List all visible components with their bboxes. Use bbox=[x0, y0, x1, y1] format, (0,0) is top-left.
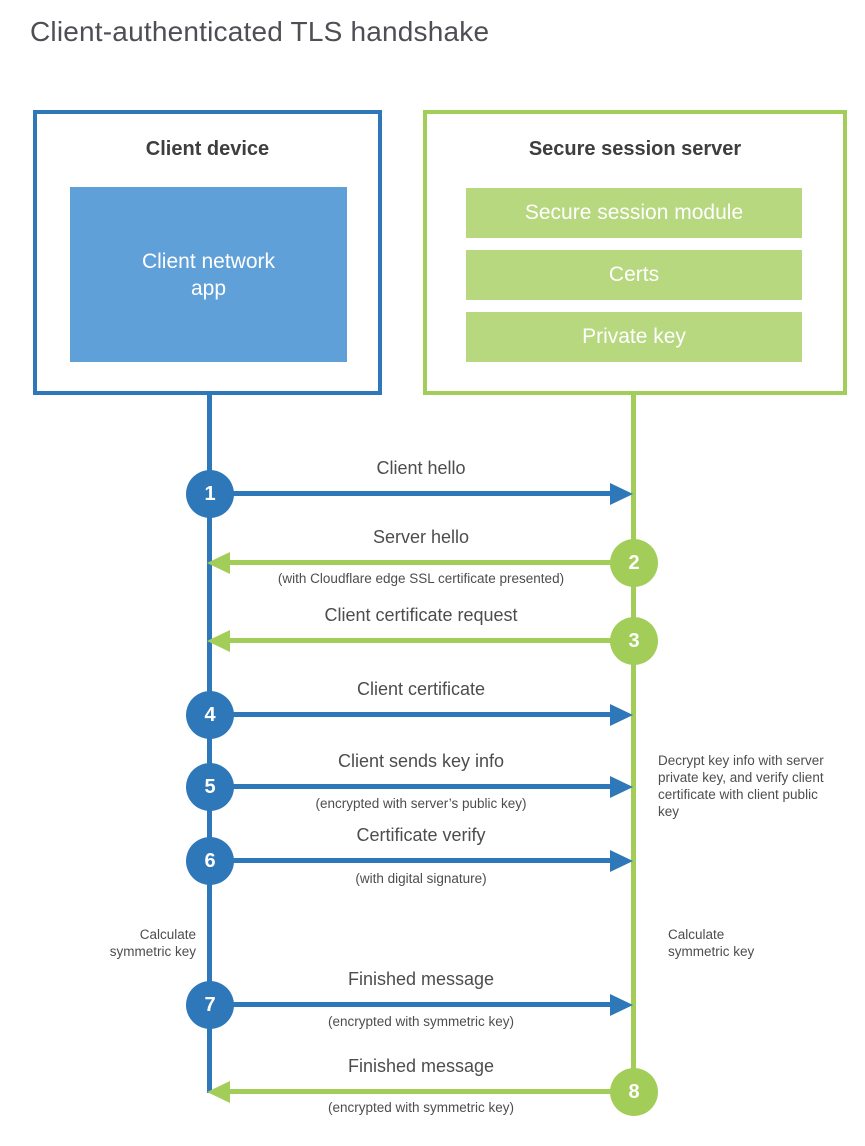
step-label: Client certificate request bbox=[324, 605, 518, 625]
arrow-shaft bbox=[230, 638, 634, 643]
server-module-bar: Secure session module bbox=[466, 188, 802, 238]
arrow-shaft bbox=[210, 1002, 610, 1007]
step-number-badge: 8 bbox=[610, 1068, 658, 1116]
server-module-bar: Private key bbox=[466, 312, 802, 362]
step-number-badge: 1 bbox=[186, 470, 234, 518]
step-label: Server hello bbox=[372, 527, 470, 547]
arrow-right-icon bbox=[610, 850, 633, 872]
step-number-badge: 3 bbox=[610, 617, 658, 665]
server-lifeline bbox=[631, 392, 636, 1093]
arrow-left-icon bbox=[207, 1081, 230, 1103]
client-network-app-box: Client network app bbox=[70, 187, 347, 362]
step-number-badge: 7 bbox=[186, 981, 234, 1029]
arrow-left-icon bbox=[207, 630, 230, 652]
calculate-symmetric-key-note-right: Calculate symmetric key bbox=[668, 927, 755, 959]
step-label: Finished message bbox=[347, 969, 495, 989]
secure-session-server-title: Secure session server bbox=[528, 138, 742, 160]
step-sublabel: (encrypted with server’s public key) bbox=[315, 796, 527, 811]
secure-session-server-box: Secure session server Secure session mod… bbox=[423, 110, 847, 395]
arrow-right-icon bbox=[610, 483, 633, 505]
step-label: Finished message bbox=[347, 1056, 495, 1076]
step-number-badge: 2 bbox=[610, 539, 658, 587]
step-label: Client certificate bbox=[356, 679, 486, 699]
step-sublabel: (encrypted with symmetric key) bbox=[327, 1014, 515, 1029]
step-sublabel: (encrypted with symmetric key) bbox=[327, 1100, 515, 1115]
step-number-badge: 4 bbox=[186, 691, 234, 739]
step-label: Certificate verify bbox=[356, 825, 486, 845]
step-number-badge: 6 bbox=[186, 837, 234, 885]
step-number-badge: 5 bbox=[186, 763, 234, 811]
step-sublabel: (with Cloudflare edge SSL certificate pr… bbox=[277, 571, 565, 586]
calculate-symmetric-key-note-left: Calculate symmetric key bbox=[109, 927, 196, 959]
server-module-bar: Certs bbox=[466, 250, 802, 300]
arrow-shaft bbox=[230, 1089, 634, 1094]
client-device-box: Client device Client network app bbox=[33, 110, 382, 395]
step-label: Client sends key info bbox=[337, 751, 505, 771]
arrow-right-icon bbox=[610, 994, 633, 1016]
arrow-left-icon bbox=[207, 552, 230, 574]
decrypt-key-info-note: Decrypt key info with server private key… bbox=[658, 753, 824, 819]
arrow-shaft bbox=[210, 712, 610, 717]
client-lifeline bbox=[207, 392, 212, 1093]
arrow-shaft bbox=[210, 784, 610, 789]
arrow-right-icon bbox=[610, 704, 633, 726]
client-network-app-label: Client network app bbox=[141, 249, 276, 300]
arrow-shaft bbox=[230, 560, 634, 565]
arrow-shaft bbox=[210, 491, 610, 496]
step-sublabel: (with digital signature) bbox=[355, 871, 487, 886]
client-device-title: Client device bbox=[145, 138, 270, 160]
step-label: Client hello bbox=[376, 458, 466, 478]
arrow-right-icon bbox=[610, 776, 633, 798]
arrow-shaft bbox=[210, 858, 610, 863]
page-title: Client-authenticated TLS handshake bbox=[30, 16, 490, 47]
